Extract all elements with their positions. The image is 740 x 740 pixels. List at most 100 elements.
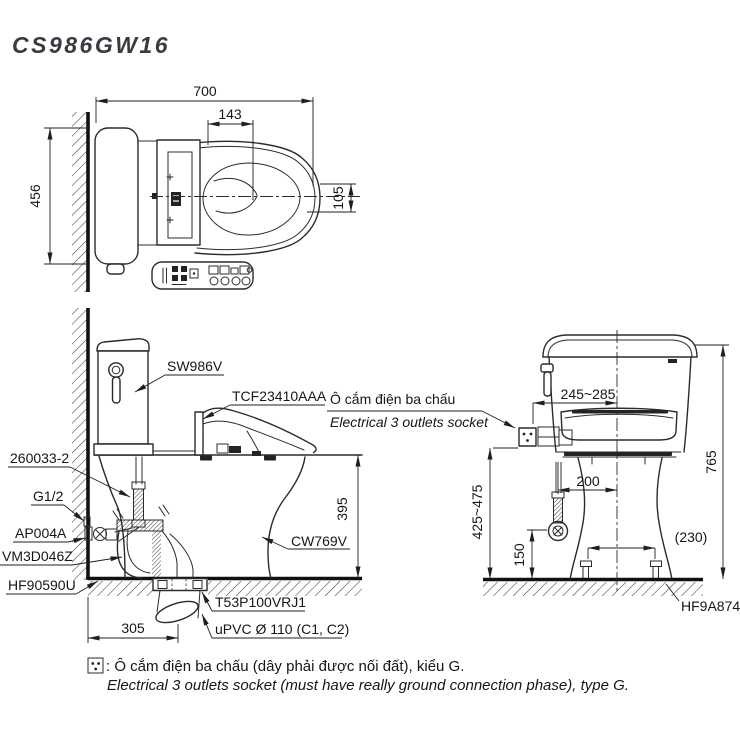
leader [201,591,213,612]
trap-gasket [116,519,164,532]
bolt-cap [580,560,592,567]
trap-outlet [169,533,194,579]
leader [69,466,131,498]
top-view: 700 143 456 105 [27,83,360,292]
seat-bumper [264,455,276,461]
flush-lever-plan [106,263,125,275]
label-socket-en: Electrical 3 outlets socket [330,414,489,430]
seat-front-inner [564,413,674,419]
label-flush-valve: VM3D046Z [2,548,73,564]
seat-bumper [200,455,212,461]
socket-pin [526,439,529,442]
footnote: : Ô cắm điện ba chấu (dây phải được nối … [87,657,629,694]
leader [481,410,516,429]
washlet-lid-inner [202,420,305,451]
lever-mount [540,363,554,373]
dim-socket-height: 425~475 [469,484,485,539]
valve-cross [95,529,105,539]
valve-flange [84,526,93,541]
water-contour [215,195,258,214]
dim-305: 305 [121,620,145,636]
bowl-opening [202,162,301,236]
flush-knob-inner [111,365,121,375]
tank-side [683,356,692,453]
stop-valve [547,520,569,542]
tank-plan [94,127,139,265]
hose-fitting [131,481,146,490]
braided-hose [133,488,144,521]
hinge-block [171,192,181,206]
bowl-rear-profile [98,455,126,579]
washlet-lid [202,407,317,454]
flange-bolt [157,580,168,589]
lever-blade [543,371,552,397]
leader [67,537,86,544]
pipe-side [156,590,161,613]
footnote-line2: Electrical 3 outlets socket (must have r… [107,677,629,694]
rim-shadow [564,451,672,456]
label-floor-flange: HF9A874 [681,598,740,614]
braided-hose [553,497,563,524]
bolt-cap [650,560,662,567]
tank-body-side [97,350,149,445]
label-stop-valve: AP004A [15,525,67,541]
flange-bolt [192,580,203,589]
socket-icon [518,427,537,447]
footnote-line1: : Ô cắm điện ba chấu (dây phải được nối … [106,658,464,675]
seat-outline [196,145,316,251]
dim-supply-offset: 200 [576,473,600,489]
label-tank: SW986V [167,358,223,374]
socket-pin [94,667,98,671]
dim-105: 105 [330,186,346,210]
trap-outlet [161,530,178,579]
seat-foot [252,451,261,456]
socket-pin [522,432,526,436]
tank-lid-side [96,338,150,352]
side-nub [152,193,157,199]
plus-mark [166,216,174,224]
floor-hatch [483,582,703,596]
front-view: 245~285 765 425~475 200 150 (230) HF9A87… [469,330,740,614]
seat-front [560,407,678,441]
valve-cross [553,526,563,536]
wall-hatch [72,112,88,292]
lid-outline [194,140,321,256]
brand-logo [668,359,677,363]
water-contour [213,177,258,196]
socket-legend-icon [87,657,104,674]
remote-control [151,261,254,290]
dim-700: 700 [193,83,217,99]
stop-valve-inner [552,525,564,537]
label-bowl: CW769V [291,533,348,549]
leader [71,556,123,566]
washlet-inner [167,151,193,239]
socket-pin [97,662,100,665]
tank-lid-inner [547,339,693,358]
flush-lever [111,376,121,404]
label-thread: G1/2 [33,488,64,504]
seat-front-edge [246,430,261,455]
plus-mark [166,173,174,181]
leader [261,536,289,550]
dim-456: 456 [27,184,43,208]
washlet-back [194,411,204,456]
leader [134,374,166,393]
dim-bolt-span: (230) [675,529,708,545]
nozzle-shutter [229,446,241,453]
side-view: 395 305 SW986V TCF23410AAA Ô cắm điện ba… [0,308,516,643]
leader [63,504,85,522]
tank-lid-front [542,334,698,358]
model-code-title: CS986GW16 [12,32,170,58]
lid-gap-shadow [572,410,668,414]
trap-inner [126,530,151,574]
bowl-front-profile [267,456,306,579]
tank-base [93,443,154,456]
pedestal-right [656,457,673,581]
wall-thread [83,516,91,527]
label-washlet: TCF23410AAA [232,388,327,404]
pipe-side [197,590,201,619]
section-hatch [152,531,161,577]
leader [202,404,231,420]
